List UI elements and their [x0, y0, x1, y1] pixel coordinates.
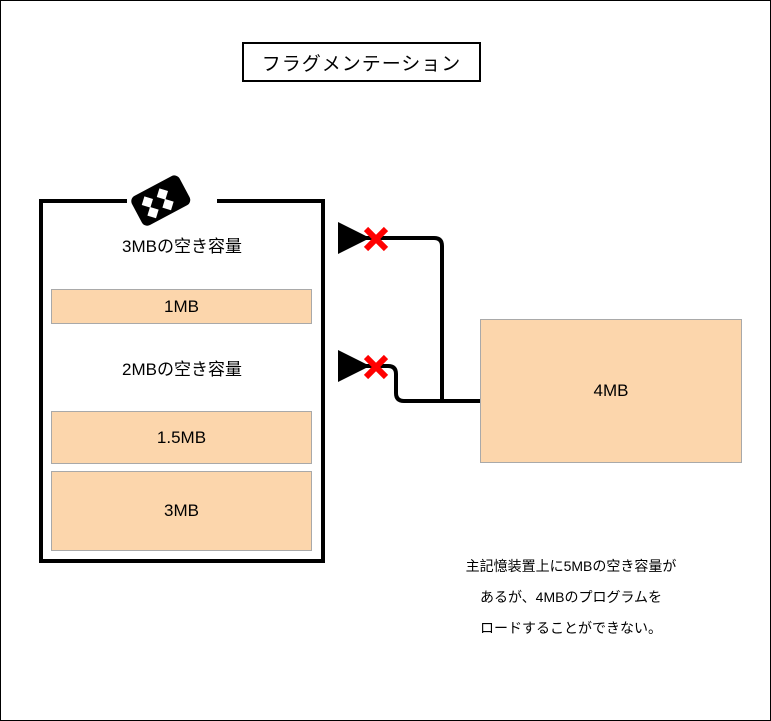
memory-block-1-5mb: 1.5MB — [51, 411, 312, 464]
memory-top-border-left — [43, 199, 127, 203]
arrow-to-2mb-free-space — [338, 350, 442, 403]
reject-cross-3mb — [363, 226, 389, 252]
diagram-title-box: フラグメンテーション — [242, 42, 481, 82]
program-block-4mb: 4MB — [480, 319, 742, 463]
memory-block-3mb: 3MB — [51, 471, 312, 551]
caption-text: 主記憶装置上に5MBの空き容量が あるが、4MBのプログラムを ロードすることが… — [431, 551, 711, 644]
page-title: フラグメンテーション — [261, 53, 462, 75]
caption-line-2: あるが、4MBのプログラムを — [479, 589, 663, 605]
main-memory-container — [39, 199, 325, 563]
arrow-to-3mb-free-space — [338, 222, 444, 401]
free-space-label-3mb: 3MBの空き容量 — [122, 237, 242, 256]
caption-line-3: ロードすることができない。 — [480, 620, 662, 636]
memory-block-1mb: 1MB — [51, 289, 312, 324]
caption-line-1: 主記憶装置上に5MBの空き容量が — [465, 558, 677, 574]
free-space-label-2mb: 2MBの空き容量 — [122, 360, 242, 379]
reject-cross-2mb — [363, 354, 389, 380]
memory-chip-icon — [131, 175, 191, 226]
memory-top-border-right — [217, 199, 321, 203]
